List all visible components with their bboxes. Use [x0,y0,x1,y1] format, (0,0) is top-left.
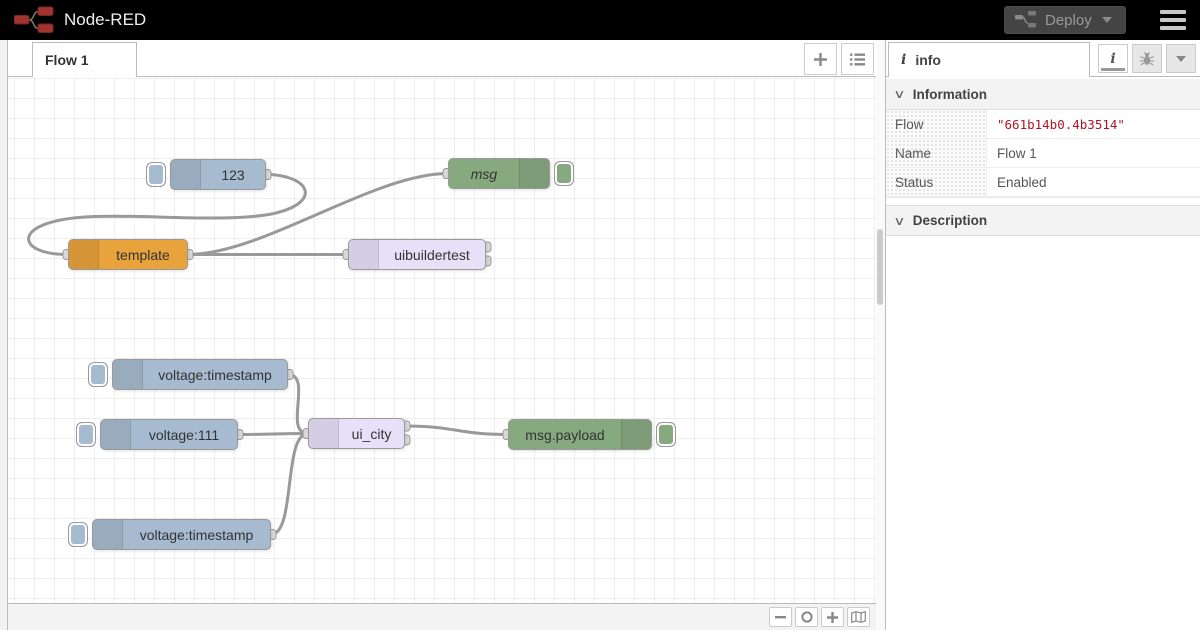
chevron-down-icon: ∨ [893,213,906,228]
tab-info[interactable]: i info [888,42,1090,77]
debug-button-msg[interactable] [554,161,574,186]
navigator-button[interactable] [847,607,870,627]
minus-icon [775,615,786,618]
inject-button-n123[interactable] [146,162,166,187]
inject-node-icon [101,420,131,449]
node-label: 123 [221,166,245,183]
inject-node-icon [93,520,123,549]
debug-node-icon [519,159,549,188]
deploy-button[interactable]: Deploy [1004,6,1126,34]
node-red-logo-icon [14,6,54,33]
ui-node-icon [309,419,339,448]
flow-canvas[interactable]: 123 msg template uibuildertest voltage:times… [8,77,876,603]
plus-icon [827,611,838,623]
flow-tab-label: Flow 1 [45,52,89,68]
header: Node-RED Deploy [0,0,1200,40]
section-description[interactable]: ∨ Description [886,205,1200,236]
row-value: "661b14b0.4b3514" [986,110,1200,138]
table-row: Flow "661b14b0.4b3514" [886,110,1200,139]
node-label: msg.payload [525,426,605,443]
palette-strip [0,40,8,630]
node-label: voltage:timestamp [158,366,272,383]
inject-node-icon [113,360,143,389]
node-ui_city[interactable]: ui_city [308,418,405,449]
inject-button-v111[interactable] [76,422,96,447]
node-vt1[interactable]: voltage:timestamp [112,359,288,390]
debug-button-msg_payload[interactable] [656,422,676,447]
template-node-icon [69,240,99,269]
flow-tab-bar: Flow 1 [8,40,876,77]
main-menu-button[interactable] [1160,10,1186,30]
circle-icon [800,611,813,623]
node-vt2[interactable]: voltage:timestamp [92,519,271,550]
deploy-label: Deploy [1045,11,1092,29]
node-label: ui_city [351,425,392,442]
inject-button-vt1[interactable] [88,362,108,387]
debug-node-icon [621,420,651,449]
row-label: Status [886,168,986,196]
chevron-down-icon [1176,55,1186,62]
inject-node-icon [171,160,201,189]
section-title: Information [912,86,988,102]
plus-icon [814,52,827,66]
bug-icon [1140,51,1154,65]
row-value: Flow 1 [986,139,1200,167]
wire[interactable] [236,432,310,436]
sidebar-tab-bar: i info i [886,40,1200,77]
scrollbar-thumb[interactable] [877,229,883,305]
node-label: msg [470,165,498,182]
deploy-icon [1015,11,1036,28]
flow-list-button[interactable] [841,43,874,75]
canvas-vertical-scrollbar[interactable] [876,40,885,630]
wire[interactable] [286,373,310,435]
add-flow-button[interactable] [804,43,837,75]
wire[interactable] [186,172,450,256]
row-label: Name [886,139,986,167]
sidebar-info-button[interactable]: i [1098,44,1128,73]
node-label: uibuildertest [394,246,470,263]
node-v111[interactable]: voltage:111 [100,419,238,450]
information-table: Flow "661b14b0.4b3514" Name Flow 1 Statu… [886,110,1200,198]
info-icon: i [1110,50,1116,67]
node-label: voltage:111 [148,426,220,443]
app-title: Node-RED [64,10,147,29]
section-information[interactable]: ∨ Information [886,79,1200,110]
sidebar-more-tabs-button[interactable] [1166,44,1196,73]
node-msg[interactable]: msg [448,158,550,189]
map-icon [851,611,866,623]
node-uibuildertest[interactable]: uibuildertest [348,239,486,270]
list-icon [850,53,865,65]
info-icon: i [901,52,907,68]
canvas-footer [8,603,876,630]
inject-button-vt2[interactable] [68,522,88,547]
node-template[interactable]: template [68,239,188,270]
wire[interactable] [403,424,510,436]
info-tab-label: info [915,52,941,68]
zoom-out-button[interactable] [769,607,792,627]
table-row: Name Flow 1 [886,139,1200,168]
uibuilder-node-icon [349,240,379,269]
wire[interactable] [27,173,307,256]
description-body [886,236,1200,630]
zoom-in-button[interactable] [821,607,844,627]
node-label: voltage:timestamp [139,526,254,543]
main-area: Flow 1 123 msg [0,40,1200,630]
node-msg_payload[interactable]: msg.payload [508,419,652,450]
zoom-reset-button[interactable] [795,607,818,627]
node-label: template [116,246,170,263]
tab-flow-1[interactable]: Flow 1 [32,42,137,77]
sidebar-debug-button[interactable] [1132,44,1162,73]
workspace: Flow 1 123 msg [8,40,876,630]
row-label: Flow [886,110,986,138]
section-title: Description [912,213,988,228]
wire[interactable] [269,432,310,536]
table-row: Status Enabled [886,168,1200,197]
row-value: Enabled [986,168,1200,196]
deploy-caret-icon[interactable] [1101,17,1112,23]
info-sidebar: i info i [885,40,1200,630]
node-n123[interactable]: 123 [170,159,266,190]
chevron-down-icon: ∨ [893,87,906,101]
